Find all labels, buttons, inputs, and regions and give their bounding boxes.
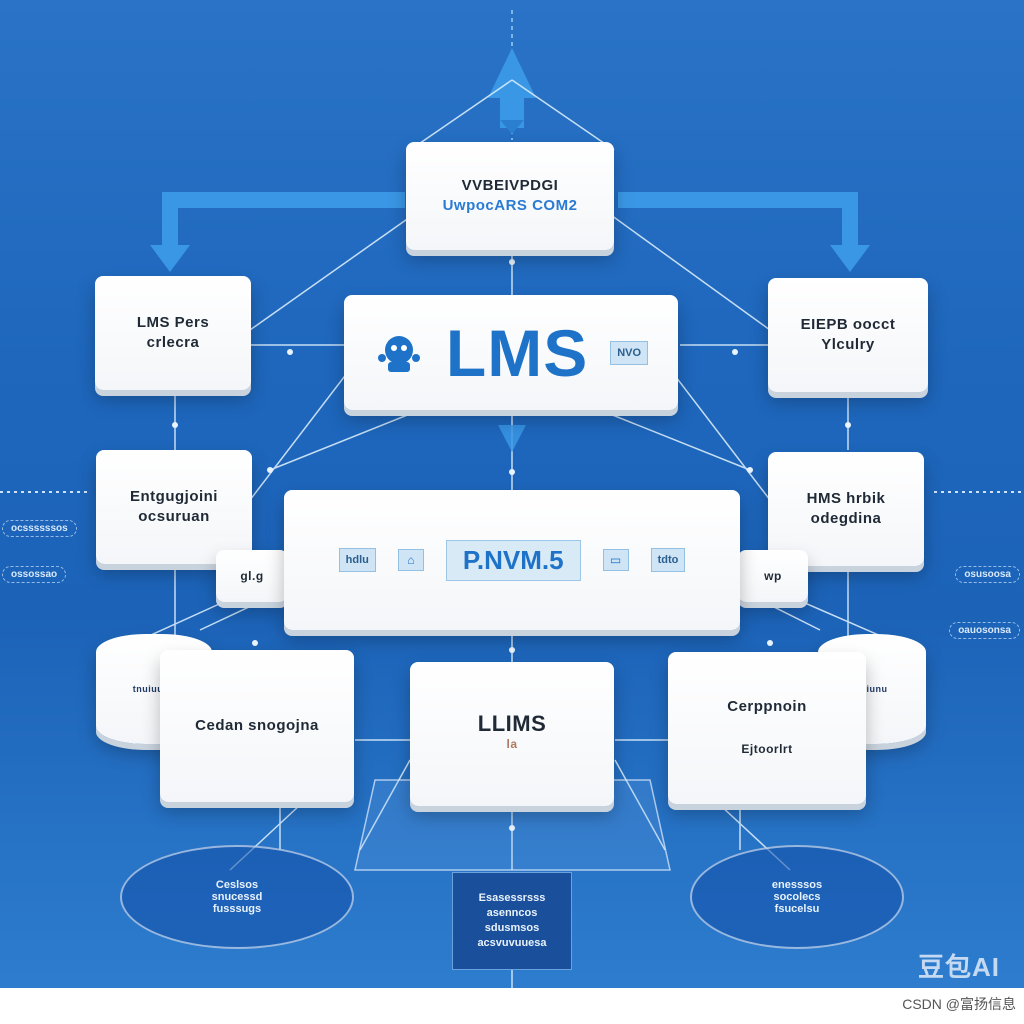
right-mid-node: HMS hrbik odegdina: [768, 452, 924, 566]
right-mid-line2: odegdina: [810, 510, 882, 527]
lms-hub-node: LMS NVO: [344, 295, 678, 410]
center-down-arrow-icon: [498, 425, 526, 452]
footer-strip: [0, 988, 1024, 1024]
bottom-center-node: LLIMS la: [410, 662, 614, 806]
right-drum-label: Hiiunu: [856, 684, 888, 694]
up-arrow-icon: [488, 48, 536, 98]
platform-chip-right: tdto: [650, 548, 686, 572]
right-upper-node: EIEPB oocct Ylculry: [768, 278, 928, 392]
hub-title: LMS: [445, 315, 589, 390]
platform-side-right: wp: [738, 550, 808, 602]
left-mid-line1: Entgugjoini: [130, 488, 218, 505]
left-mid-line2: ocsuruan: [138, 508, 210, 525]
bottom-left-line1: Cedan snogojna: [195, 717, 319, 734]
left-drum-label: tnuiuuuu: [132, 684, 176, 694]
down-arrow-right-icon: [830, 245, 870, 272]
left-pill-2: ossossao: [2, 566, 67, 583]
bottom-right-node: Cerppnoin Ejtoorlrt: [668, 652, 866, 804]
right-pill-2: oauosonsa: [949, 622, 1020, 639]
house-icon: ⌂: [397, 549, 424, 571]
platform-side-left: gl.g: [216, 550, 288, 602]
bottom-left-node: Cedan snogojna: [160, 650, 354, 802]
bottom-right-line1: Cerppnoin: [727, 698, 807, 715]
left-upper-line1: LMS Pers: [136, 314, 210, 331]
hub-tag: NVO: [610, 340, 649, 365]
monitor-icon: ▭: [602, 549, 629, 571]
left-mid-node: Entgugjoini ocsuruan: [96, 450, 252, 564]
bottom-center-line2: la: [506, 737, 518, 751]
top-node: VVBEIVPDGI UwpocARS COM2: [406, 142, 614, 250]
right-upper-line2: Ylculry: [821, 336, 875, 353]
top-node-line2: UwpocARS COM2: [442, 197, 578, 214]
mascot-icon: [377, 335, 420, 372]
right-upper-line1: EIEPB oocct: [800, 316, 896, 333]
ai-watermark: 豆包AI: [917, 952, 1000, 982]
bottom-right-line2: Ejtoorlrt: [741, 742, 793, 756]
bottom-center-line1: LLIMS: [477, 711, 547, 736]
left-upper-node: LMS Pers crlecra: [95, 276, 251, 390]
platform-chip-left: hdlu: [338, 548, 376, 572]
bottom-panel: Esasessrsss asenncos sdusmsos acsvuvuues…: [452, 872, 572, 970]
platform-node: hdlu ⌂ P.NVM.5 ▭ tdto: [284, 490, 740, 630]
down-arrow-left-icon: [150, 245, 190, 272]
csdn-watermark: CSDN @富扬信息: [902, 996, 1016, 1012]
top-node-line1: VVBEIVPDGI: [461, 177, 559, 194]
left-pill-1: ocssssssos: [2, 520, 77, 537]
platform-side-right-label: wp: [764, 569, 782, 583]
platform-side-left-label: gl.g: [240, 569, 264, 583]
platform-main-chip: P.NVM.5: [445, 539, 581, 581]
bottom-left-disk: Ceslsos snucessd fusssugs: [120, 845, 354, 949]
left-upper-line2: crlecra: [146, 334, 200, 351]
right-mid-line1: HMS hrbik: [806, 490, 886, 507]
right-pill-1: osusoosa: [955, 566, 1020, 583]
bottom-right-disk: enesssos socolecs fsucelsu: [690, 845, 904, 949]
